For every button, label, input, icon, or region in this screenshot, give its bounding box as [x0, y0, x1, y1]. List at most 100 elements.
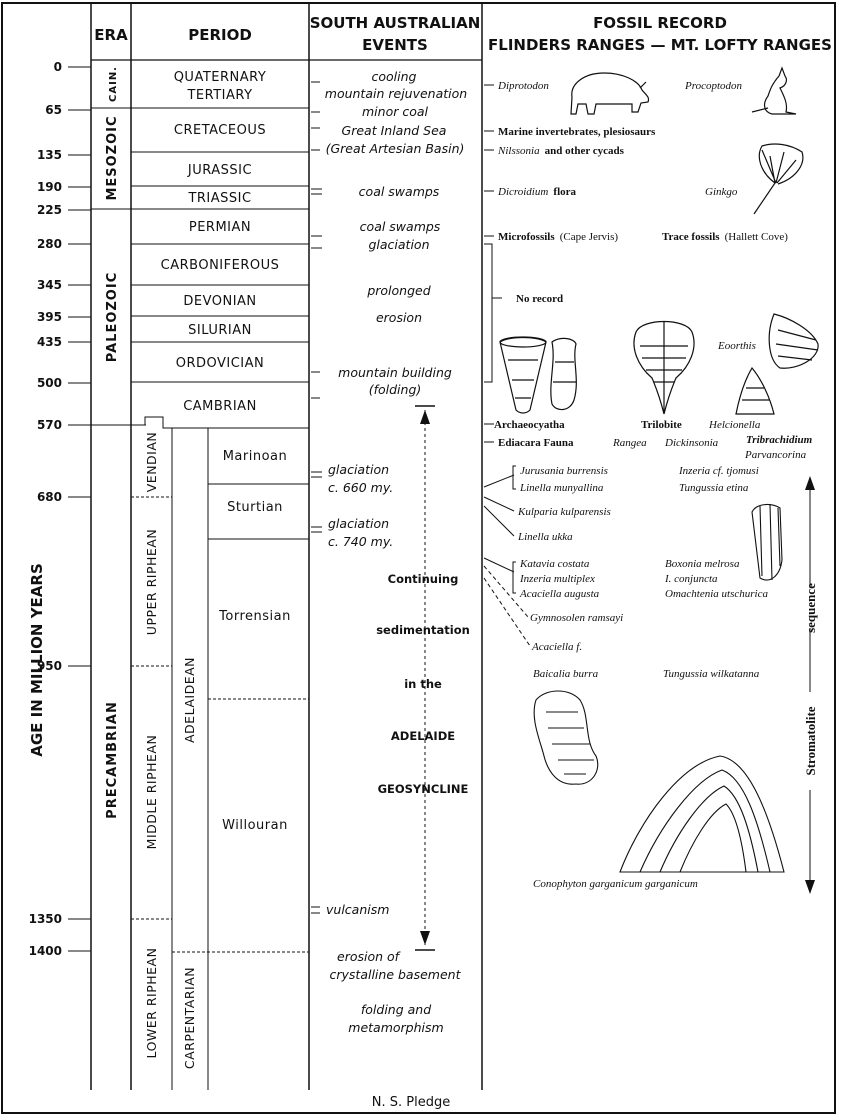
event-mountain-building: mountain building — [338, 365, 452, 380]
fossil-archaeocyatha: Archaeocyatha — [494, 419, 565, 431]
fossil-gymnosolen: Gymnosolen ramsayi — [530, 612, 623, 624]
division-lower-riphean: LOWER RIPHEAN — [144, 948, 159, 1059]
ginkgo-icon — [754, 144, 803, 214]
tick-label: 570 — [37, 418, 62, 432]
header-era: ERA — [94, 26, 128, 44]
division-adelaidean: ADELAIDEAN — [182, 657, 197, 743]
fossil-kulparia: Kulparia kulparensis — [517, 506, 611, 518]
tick-label: 135 — [37, 148, 62, 162]
header-events-line2: EVENTS — [362, 36, 428, 54]
fossil-inzeria-tjomusi: Inzeria cf. tjomusi — [678, 465, 759, 477]
event-great-inland-sea: Great Inland Sea — [342, 123, 447, 138]
fossil-linella-munyallina: Linella munyallina — [519, 482, 604, 494]
archaeocyatha-icon — [500, 337, 576, 413]
fossil-conjuncta: I. conjuncta — [664, 573, 718, 585]
fossil-tungussia-etina: Tungussia etina — [679, 482, 749, 494]
tick-label: 1350 — [29, 912, 62, 926]
fossil-ginkgo: Ginkgo — [705, 186, 738, 198]
fossil-eoorthis: Eoorthis — [717, 340, 756, 352]
period-quaternary: QUATERNARY — [174, 70, 267, 85]
event-c660: c. 660 my. — [328, 480, 393, 495]
conophyton-icon — [620, 756, 784, 872]
period-carboniferous: CARBONIFEROUS — [161, 258, 280, 273]
era-mesozoic: MESOZOIC — [105, 115, 120, 200]
trilobite-icon — [634, 322, 694, 415]
fossil-microfossils: Microfossils — [498, 231, 555, 243]
period-triassic: TRIASSIC — [187, 191, 251, 206]
fossil-diprotodon: Diprotodon — [497, 80, 549, 92]
label-stromatolite: Stromatolite — [803, 706, 818, 775]
sequence-arrow-up-icon — [805, 476, 815, 490]
tick-label: 395 — [37, 310, 62, 324]
procoptodon-icon — [752, 68, 796, 114]
event-adelaide: ADELAIDE — [391, 729, 455, 743]
period-ordovician: ORDOVICIAN — [176, 356, 265, 371]
tick-label: 435 — [37, 335, 62, 349]
event-c740: c. 740 my. — [328, 534, 393, 549]
tick-label: 1400 — [29, 944, 62, 958]
division-upper-riphean: UPPER RIPHEAN — [144, 529, 159, 635]
fossil-rangea: Rangea — [612, 437, 647, 449]
fossil-conophyton: Conophyton garganicum garganicum — [533, 878, 698, 890]
fossil-parvancorina: Parvancorina — [744, 449, 807, 461]
header-fossil-line1: FOSSIL RECORD — [593, 14, 727, 32]
tick-label: 225 — [37, 203, 62, 217]
event-mountain-rejuvenation: mountain rejuvenation — [325, 86, 468, 101]
event-coal-swamps-triassic: coal swamps — [359, 184, 440, 199]
fossil-dickinsonia: Dickinsonia — [664, 437, 719, 449]
division-willouran: Willouran — [222, 818, 288, 833]
header-events-line1: SOUTH AUSTRALIAN — [310, 14, 481, 32]
division-carpentarian: CARPENTARIAN — [182, 967, 197, 1069]
division-sturtian: Sturtian — [227, 500, 283, 515]
fossil-procoptodon: Procoptodon — [684, 80, 743, 92]
tick-label: 345 — [37, 278, 62, 292]
fossil-jurusania: Jurusania burrensis — [520, 465, 608, 477]
stromatolite-column-icon — [752, 504, 782, 580]
fossil-linella-ukka: Linella ukka — [517, 531, 573, 543]
period-cretaceous: CRETACEOUS — [174, 123, 266, 138]
tick-label: 65 — [45, 103, 62, 117]
header-period: PERIOD — [188, 26, 252, 44]
era-paleozoic: PALEOZOIC — [105, 272, 120, 362]
tick-label: 950 — [37, 659, 62, 673]
arrow-down-icon — [420, 931, 430, 945]
fossil-tribrachidium: Tribrachidium — [746, 434, 813, 446]
tick-label: 190 — [37, 180, 62, 194]
period-jurassic: JURASSIC — [187, 163, 252, 178]
fossil-cape-jervis: (Cape Jervis) — [560, 231, 619, 243]
fossil-nilssonia: Nilssonia — [497, 145, 540, 157]
fossil-hallett-cove: (Hallett Cove) — [725, 231, 789, 243]
event-vulcanism: vulcanism — [326, 902, 389, 917]
fossil-no-record: No record — [516, 293, 563, 305]
label-sequence: sequence — [803, 583, 818, 633]
era-precambrian: PRECAMBRIAN — [105, 701, 120, 819]
arrow-up-icon — [420, 410, 430, 424]
event-crystalline-basement: crystalline basement — [330, 967, 462, 982]
event-glaciation-marinoan: glaciation — [328, 462, 389, 477]
division-torrensian: Torrensian — [218, 609, 291, 624]
event-great-artesian-basin: (Great Artesian Basin) — [326, 141, 465, 156]
helcionella-icon — [736, 368, 774, 414]
fossil-baicalia: Baicalia burra — [533, 668, 599, 680]
fossil-ediacara: Ediacara Fauna — [498, 437, 574, 449]
fossil-flora: flora — [553, 186, 576, 198]
fossil-trilobite: Trilobite — [641, 419, 682, 431]
event-erosion: erosion — [376, 310, 422, 325]
event-minor-coal: minor coal — [362, 104, 429, 119]
event-coal-swamps-permian: coal swamps — [360, 219, 441, 234]
event-glaciation-sturtian: glaciation — [328, 516, 389, 531]
period-cambrian: CAMBRIAN — [183, 399, 257, 414]
tick-label: 280 — [37, 237, 62, 251]
fossil-cycads: and other cycads — [545, 145, 625, 157]
fossil-omachtenia: Omachtenia utschurica — [665, 588, 768, 600]
fossil-acaciella-augusta: Acaciella augusta — [519, 588, 600, 600]
tick-label: 680 — [37, 490, 62, 504]
event-erosion-of: erosion of — [337, 949, 401, 964]
fossil-nilssonia-line: Nilssonia and other cycads — [497, 139, 625, 158]
fossil-tungussia-wilkatanna: Tungussia wilkatanna — [663, 668, 760, 680]
fossil-dicroidium: Dicroidium — [497, 186, 548, 198]
eoorthis-icon — [769, 314, 818, 368]
period-devonian: DEVONIAN — [183, 294, 256, 309]
event-cooling: cooling — [372, 69, 417, 84]
